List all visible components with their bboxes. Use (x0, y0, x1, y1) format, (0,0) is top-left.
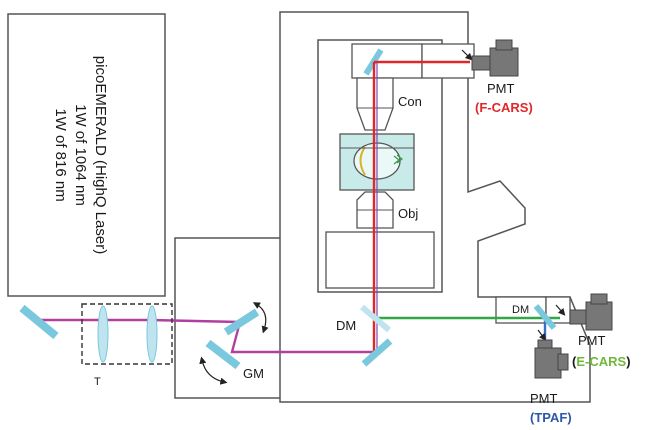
tpaf-pmt-arrow (537, 329, 547, 341)
telescope-label: T (94, 376, 101, 388)
ecars-pmt (569, 293, 613, 331)
tpaf-detector-label: (TPAF) (530, 410, 572, 425)
laser-line-1: picoEMERALD (HighQ Laser) (92, 56, 109, 254)
telescope-box (81, 303, 173, 365)
telescope-lens-1 (97, 305, 109, 363)
fcars-detector-label: (F-CARS) (475, 100, 533, 115)
tpaf-close-paren: ) (567, 410, 571, 425)
galvo-rotate-arrow-1 (252, 302, 269, 334)
tpaf-pmt-label: PMT (530, 391, 558, 406)
laser-box (7, 13, 166, 297)
input-mirror (19, 304, 59, 340)
fcars-open-paren: ( (475, 100, 480, 115)
microscope-stage-block (325, 231, 435, 289)
galvo-mirror-1 (223, 308, 260, 336)
dichroic-mirror (360, 304, 391, 333)
detector-dichroic (533, 304, 557, 330)
sample-nucleus (359, 146, 366, 176)
pump-beam-galvo (230, 321, 376, 354)
laser-line-3: 1W of 816 nm (52, 108, 69, 201)
ecars-close-paren: ) (626, 354, 630, 369)
tpaf-pmt (534, 339, 569, 379)
fcars-pmt-arrow (461, 49, 473, 61)
bottom-mirror (361, 338, 393, 367)
objective-label: Obj (398, 206, 418, 221)
ecars-name: E-CARS (576, 354, 626, 369)
dichroic-main-label: DM (336, 318, 356, 333)
condenser-label: Con (398, 94, 422, 109)
tpaf-name: TPAF (534, 410, 567, 425)
fcars-pmt-label: PMT (487, 81, 515, 96)
ecars-pmt-label: PMT (578, 333, 606, 348)
telescope-lens-2 (146, 305, 158, 363)
ecars-open-paren: ( (572, 354, 577, 369)
ecars-pmt-arrow (555, 304, 566, 316)
pump-beam-input (40, 318, 241, 324)
galvo-mirror-2 (205, 339, 241, 370)
galvo-label: GM (243, 366, 264, 381)
fcars-pmt (471, 39, 519, 77)
sample-feature (393, 154, 403, 165)
fcars-name: F-CARS (479, 100, 528, 115)
ecars-detector-label: (E-CARS) (572, 354, 631, 369)
laser-line-2: 1W of 1064 nm (72, 104, 89, 206)
fcars-close-paren: ) (528, 100, 532, 115)
tpaf-open-paren: ( (530, 410, 535, 425)
dichroic-detector-label: DM (512, 304, 529, 316)
galvo-rotate-arrow-2 (199, 356, 228, 385)
